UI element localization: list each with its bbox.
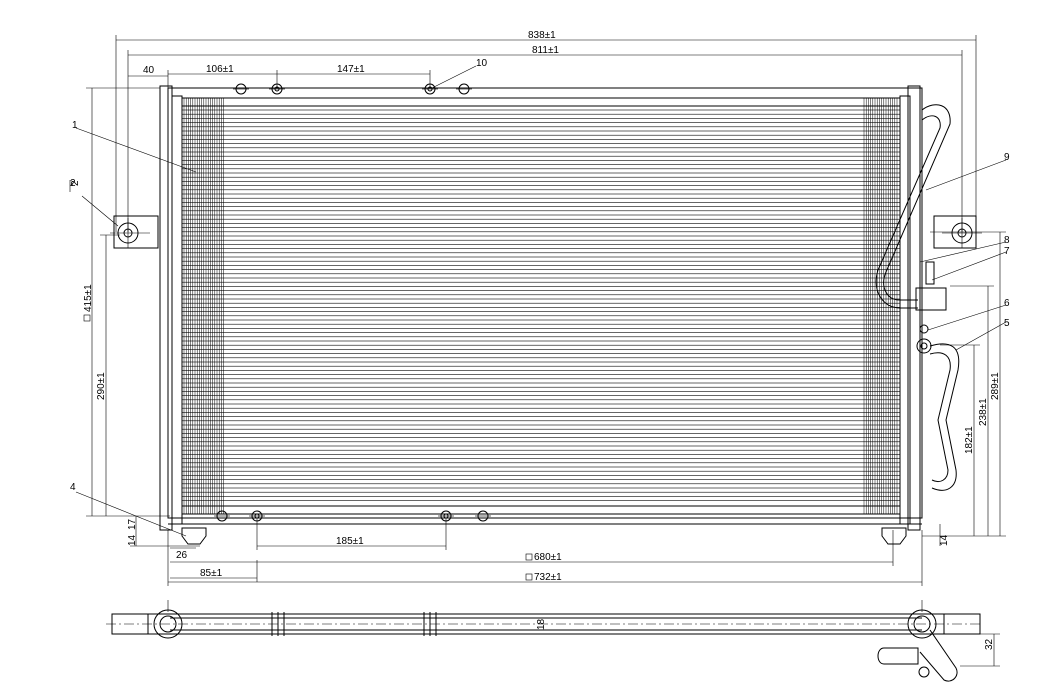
core-tube: [181, 462, 901, 468]
dim-hole-spacing-1: 106±1: [206, 64, 234, 75]
dim-side-pipe: 32: [984, 638, 995, 650]
core-tube: [181, 479, 901, 485]
callout-4: 4: [70, 482, 76, 493]
core-tube: [181, 252, 901, 258]
core-tube: [181, 218, 901, 224]
callout-10: 10: [476, 58, 488, 69]
core-tube: [181, 454, 901, 459]
dim-small-left-c: 26: [176, 550, 188, 561]
core-tube: [181, 378, 901, 384]
bottom-mount-holes: [214, 510, 491, 522]
top-mount-holes: [233, 83, 472, 95]
core-tube: [181, 386, 901, 392]
dim-hole-spacing-2: 147±1: [337, 64, 365, 75]
bottom-dimensions: 185±1 680±1 732±1 85±1: [167, 518, 923, 586]
core-tube: [181, 269, 901, 275]
core-tube: [181, 143, 901, 149]
dim-mount-height: 290±1: [96, 372, 107, 400]
left-dimensions: 415±1 290±1 14 17 26 2: [69, 87, 200, 561]
dim-core-width: 680±1: [534, 552, 562, 563]
callout-1: 1: [72, 120, 78, 131]
core-tube: [181, 412, 901, 417]
core-tube: [181, 126, 901, 132]
core-tube: [181, 328, 901, 333]
dim-left-offset: 40: [143, 65, 155, 76]
core-tube: [181, 277, 901, 283]
core-tube: [181, 235, 901, 241]
core-tubes: [181, 109, 901, 501]
core-tube: [181, 134, 901, 140]
dim-bottom-offset: 85±1: [200, 568, 223, 579]
right-foot: [881, 527, 907, 545]
left-mount-bracket: [110, 215, 159, 249]
dim-right-height-2: 238±1: [978, 398, 989, 426]
dim-small-left-a: 14: [127, 534, 138, 546]
core-tube: [181, 168, 901, 174]
dim-top-small: 2: [70, 180, 81, 186]
core-tube: [181, 193, 901, 199]
outlet-pipe: [916, 324, 960, 491]
dim-bracket-span: 811±1: [532, 45, 559, 56]
core-tube: [181, 185, 901, 191]
core-tube: [181, 118, 901, 123]
callout-2: 2: [70, 178, 76, 189]
core-tube: [181, 286, 901, 291]
core-tube: [181, 151, 901, 157]
core-fins-left: [183, 98, 224, 514]
right-dimensions: 289±1 238±1 182±1 14: [922, 231, 1006, 546]
dim-right-height-1: 289±1: [990, 372, 1001, 400]
core-tube: [181, 319, 901, 325]
dim-bottom-hole-spacing: 185±1: [336, 536, 364, 547]
core-tube: [181, 370, 901, 375]
side-view: 18 32: [106, 600, 1000, 682]
core-tube: [181, 202, 901, 207]
right-mount-bracket: [933, 215, 982, 249]
core-tube: [181, 311, 901, 317]
top-dimensions: 838±1 811±1 40 106±1 147±1: [115, 30, 977, 232]
core-tube: [181, 361, 901, 367]
core-tube: [181, 176, 901, 182]
dim-right-small: 14: [939, 534, 950, 546]
inlet-pipe: [875, 104, 951, 311]
callout-8: 8: [1004, 235, 1010, 246]
dim-frame-width: 732±1: [534, 572, 562, 583]
core-tube: [181, 227, 901, 233]
dim-small-left-b: 17: [127, 518, 138, 530]
front-view: 1 2 4 5 6 7 8 9 10: [70, 58, 1010, 545]
left-foot: [181, 527, 207, 545]
core-tube: [181, 260, 901, 266]
core-tube: [181, 470, 901, 476]
dim-side-thickness: 18: [536, 618, 547, 630]
core-tube: [181, 420, 901, 426]
core-tube: [181, 160, 901, 165]
core-tube: [181, 344, 901, 350]
core-tube: [181, 437, 901, 443]
core-tube: [181, 353, 901, 359]
callout-6: 6: [1004, 298, 1010, 309]
core-tube: [181, 294, 901, 300]
callouts: 1 2 4 5 6 7 8 9 10: [70, 58, 1010, 537]
dim-core-height: 415±1: [83, 284, 94, 312]
core-tube: [181, 109, 901, 115]
core-tube: [181, 336, 901, 342]
core-tube: [181, 210, 901, 216]
callout-7: 7: [1004, 246, 1010, 257]
core-tube: [181, 244, 901, 249]
core-tube: [181, 496, 901, 501]
core-tube: [181, 395, 901, 401]
dim-right-height-3: 182±1: [964, 426, 975, 454]
dim-overall-width: 838±1: [528, 30, 556, 41]
core-tube: [181, 302, 901, 308]
callout-5: 5: [1004, 318, 1010, 329]
core-tube: [181, 403, 901, 409]
core-tube: [181, 428, 901, 434]
callout-9: 9: [1004, 152, 1010, 163]
core-tube: [181, 487, 901, 493]
core-tube: [181, 445, 901, 451]
